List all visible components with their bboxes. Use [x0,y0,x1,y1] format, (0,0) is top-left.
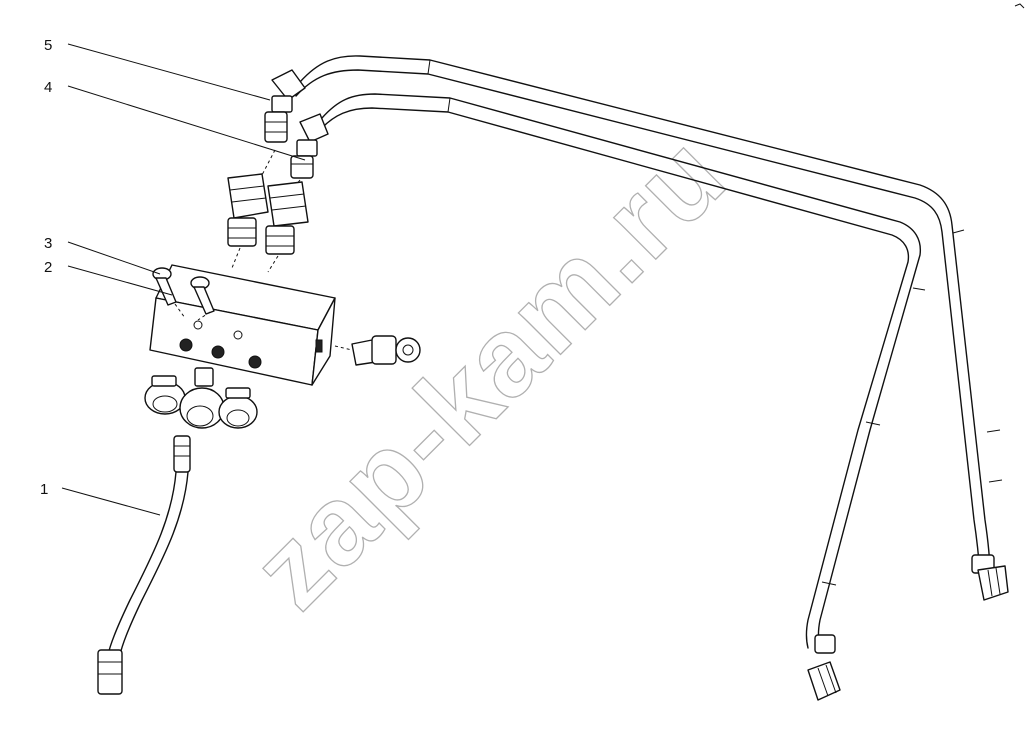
leader-4 [67,85,306,161]
bottom-fitting-right [218,387,258,429]
callout-5: 5 [44,37,52,54]
hose [97,435,191,695]
callout-1: 1 [40,481,48,498]
callout-4: 4 [44,79,52,96]
pipe-inner-end-fitting [807,634,841,701]
pipe-inner [317,93,926,649]
pipe-outer-end-fitting [971,554,1009,601]
leader-5 [67,43,271,101]
union-nut-right [265,181,309,255]
bolt-right [190,276,215,315]
side-elbow-fitting [351,335,421,366]
pipe-outer-top-fitting [264,69,306,143]
bottom-fitting-left [144,375,186,415]
leader-3 [67,241,161,275]
callout-3: 3 [44,235,52,252]
union-nut-left [227,173,269,247]
pipe-inner-top-fitting [290,113,329,179]
bottom-fitting-center [179,367,225,429]
leader-1 [61,487,161,516]
corner-mark [1014,3,1025,9]
bolt-left [152,267,177,306]
callout-2: 2 [44,259,52,276]
pipe-outer [295,55,1003,576]
leader-2 [67,265,173,296]
distribution-block [149,264,336,386]
